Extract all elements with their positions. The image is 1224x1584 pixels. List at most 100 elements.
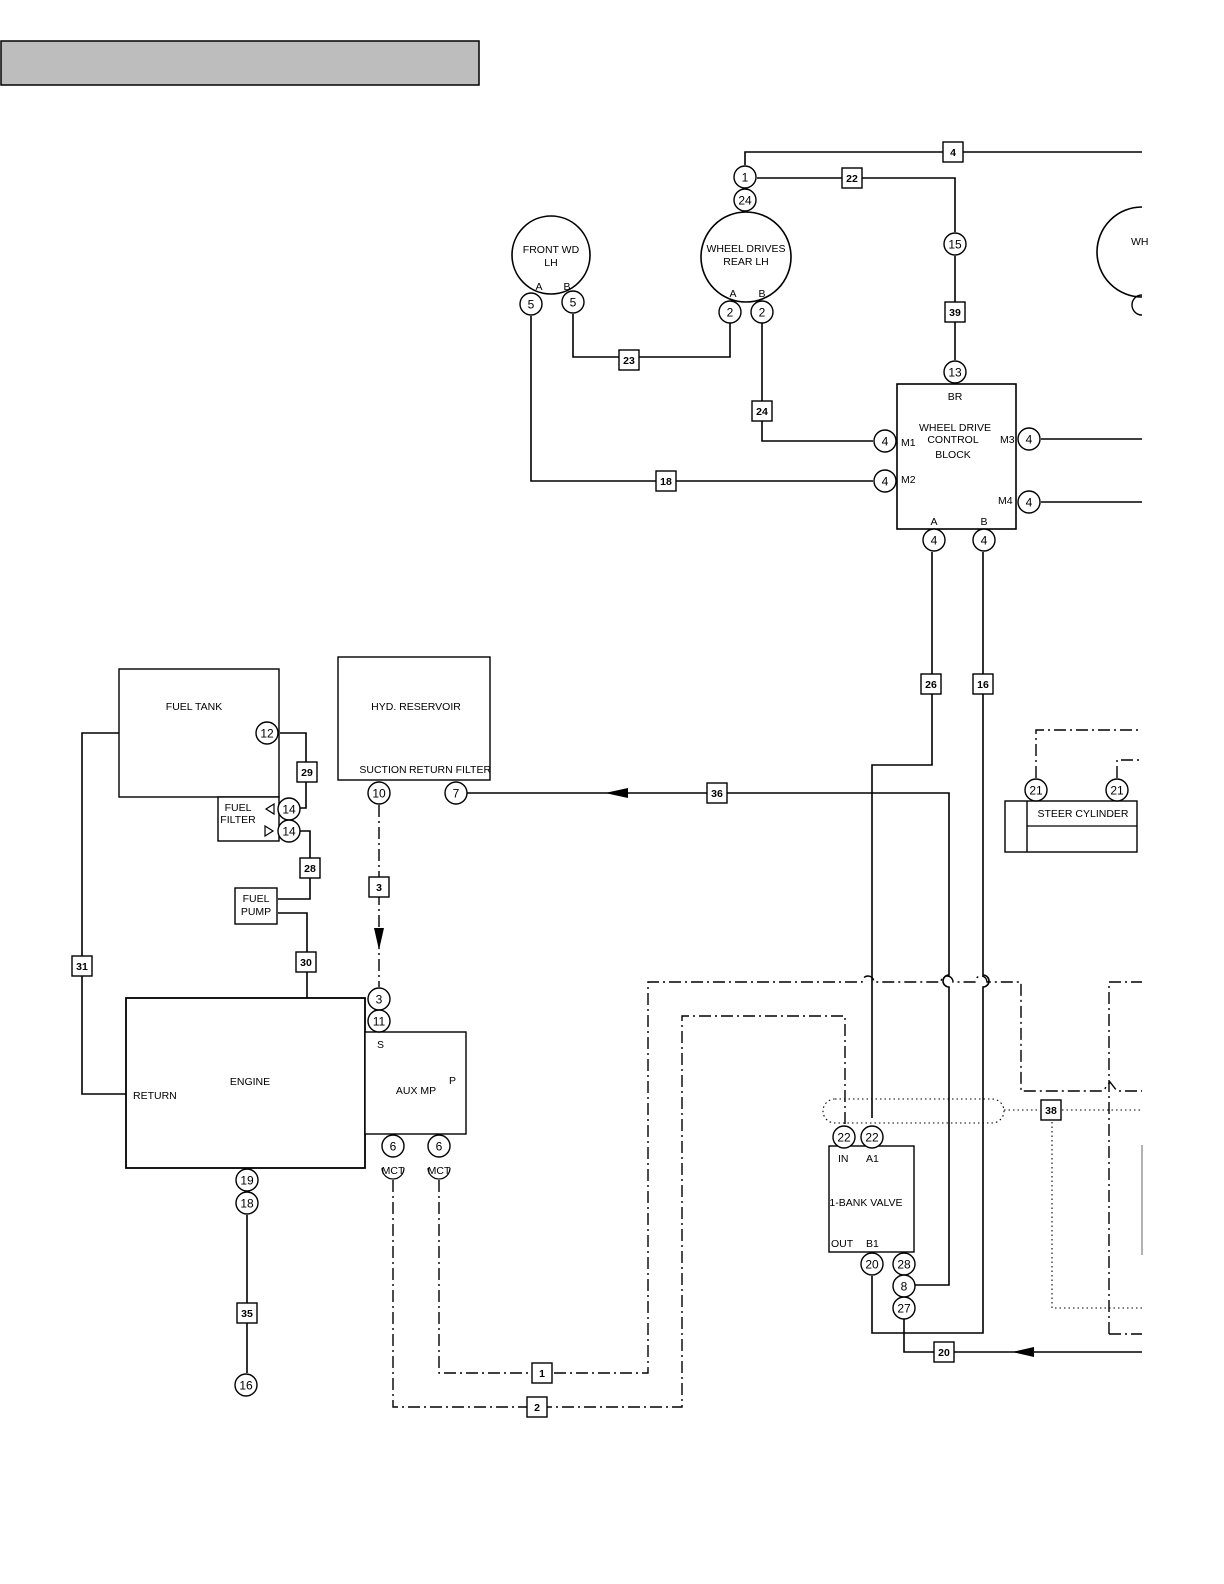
- fitting-22: 22: [832, 1125, 856, 1149]
- svg-text:2: 2: [727, 306, 734, 320]
- fitting-6: 6: [427, 1134, 451, 1158]
- svg-text:15: 15: [948, 238, 962, 252]
- fitting-3: 3: [367, 987, 391, 1011]
- wheel-drives-sublabel: REAR LH: [723, 256, 769, 268]
- control-block-label-3: BLOCK: [935, 449, 971, 461]
- fitting-4: 4: [972, 528, 996, 552]
- aux-mp: S P AUX MP MCT MCT: [364, 1031, 467, 1180]
- fitting-4: 4: [1017, 490, 1041, 514]
- front-wd-motor: FRONT WD LH A B: [511, 215, 591, 295]
- fitting-27: 27: [892, 1296, 916, 1320]
- svg-text:4: 4: [882, 475, 889, 489]
- svg-text:5: 5: [570, 296, 577, 310]
- hyd-reservoir-return-filter: RETURN FILTER: [409, 764, 491, 776]
- engine-label: ENGINE: [230, 1076, 270, 1088]
- fitting-11: 11: [367, 1009, 391, 1033]
- hose-16: 16: [972, 673, 994, 695]
- svg-text:2: 2: [534, 1402, 540, 1414]
- svg-text:39: 39: [949, 307, 961, 319]
- svg-text:35: 35: [241, 1308, 253, 1320]
- hyd-reservoir-suction: SUCTION: [359, 764, 406, 776]
- wheel-drives-port-b: B: [758, 288, 765, 300]
- bank-valve: IN A1 1-BANK VALVE OUT B1: [828, 1145, 915, 1253]
- fitting-1: 1: [733, 165, 757, 189]
- svg-text:38: 38: [1045, 1105, 1057, 1117]
- fitting-4: 4: [873, 429, 897, 453]
- fuel-filter: FUEL FILTER: [217, 796, 280, 842]
- engine: ENGINE RETURN: [125, 997, 366, 1169]
- fitting-8: 8: [892, 1274, 916, 1298]
- fitting-6: 6: [381, 1134, 405, 1158]
- hose-35: 35: [236, 1302, 258, 1324]
- svg-text:16: 16: [239, 1379, 253, 1393]
- control-block-m1: M1: [901, 437, 916, 449]
- svg-text:18: 18: [660, 476, 672, 488]
- svg-text:14: 14: [282, 825, 296, 839]
- control-block-m2: M2: [901, 474, 916, 486]
- svg-text:4: 4: [931, 534, 938, 548]
- svg-text:20: 20: [938, 1347, 950, 1359]
- wheel-drive-partial: WH: [1096, 206, 1149, 316]
- svg-text:19: 19: [240, 1174, 254, 1188]
- hose-22: 22: [841, 167, 863, 189]
- control-block-br: BR: [948, 391, 963, 403]
- hose-4: 4: [942, 141, 964, 163]
- fuel-filter-label-1: FUEL: [225, 802, 252, 814]
- aux-mp-p: P: [449, 1075, 456, 1087]
- svg-text:3: 3: [376, 993, 383, 1007]
- svg-text:4: 4: [1026, 433, 1033, 447]
- bank-valve-b1: B1: [866, 1238, 879, 1250]
- front-wd-port-a: A: [535, 281, 542, 293]
- svg-text:6: 6: [436, 1140, 443, 1154]
- aux-mp-s: S: [377, 1039, 384, 1051]
- hose-29: 29: [296, 761, 318, 783]
- fitting-14: 14: [277, 819, 301, 843]
- hose-39: 39: [944, 301, 966, 323]
- fitting-21: 21: [1105, 778, 1129, 802]
- hyd-reservoir: HYD. RESERVOIR SUCTION RETURN FILTER: [337, 656, 491, 781]
- svg-text:23: 23: [623, 355, 635, 367]
- fitting-19: 19: [235, 1168, 259, 1192]
- wheel-drives-label: WHEEL DRIVES: [707, 243, 786, 255]
- hose-38: 38: [1040, 1099, 1062, 1121]
- fuel-pump: FUEL PUMP: [234, 887, 278, 925]
- svg-text:6: 6: [390, 1140, 397, 1154]
- hose-31: 31: [71, 955, 93, 977]
- fitting-18: 18: [235, 1191, 259, 1215]
- svg-text:4: 4: [981, 534, 988, 548]
- svg-text:36: 36: [711, 788, 723, 800]
- steer-cylinder-label: STEER CYLINDER: [1037, 808, 1128, 820]
- svg-text:4: 4: [950, 147, 956, 159]
- svg-text:21: 21: [1029, 784, 1043, 798]
- fitting-28: 28: [892, 1252, 916, 1276]
- svg-text:14: 14: [282, 803, 296, 817]
- fitting-4: 4: [873, 469, 897, 493]
- hose-3: 3: [368, 876, 390, 898]
- svg-text:20: 20: [865, 1258, 879, 1272]
- fuel-tank: FUEL TANK: [118, 668, 280, 798]
- fitting-12: 12: [255, 721, 279, 745]
- svg-text:2: 2: [759, 306, 766, 320]
- bank-valve-in: IN: [838, 1153, 849, 1165]
- fitting-7: 7: [444, 781, 468, 805]
- svg-text:4: 4: [1026, 496, 1033, 510]
- aux-mp-mct-2: MCT: [428, 1165, 451, 1177]
- hose-28: 28: [299, 857, 321, 879]
- fitting-10: 10: [367, 781, 391, 805]
- svg-text:28: 28: [897, 1258, 911, 1272]
- svg-text:4: 4: [882, 435, 889, 449]
- svg-text:22: 22: [865, 1131, 879, 1145]
- fitting-13: 13: [943, 360, 967, 384]
- fitting-20: 20: [860, 1252, 884, 1276]
- hyd-reservoir-label: HYD. RESERVOIR: [371, 701, 461, 713]
- front-wd-sublabel: LH: [544, 257, 557, 269]
- svg-text:31: 31: [76, 961, 88, 973]
- svg-text:29: 29: [301, 767, 313, 779]
- fuel-pump-label-2: PUMP: [241, 906, 271, 918]
- fitting-5: 5: [519, 292, 543, 316]
- fitting-4: 4: [922, 528, 946, 552]
- bank-valve-label: 1-BANK VALVE: [829, 1197, 902, 1209]
- svg-text:16: 16: [977, 679, 989, 691]
- hose-30: 30: [295, 951, 317, 973]
